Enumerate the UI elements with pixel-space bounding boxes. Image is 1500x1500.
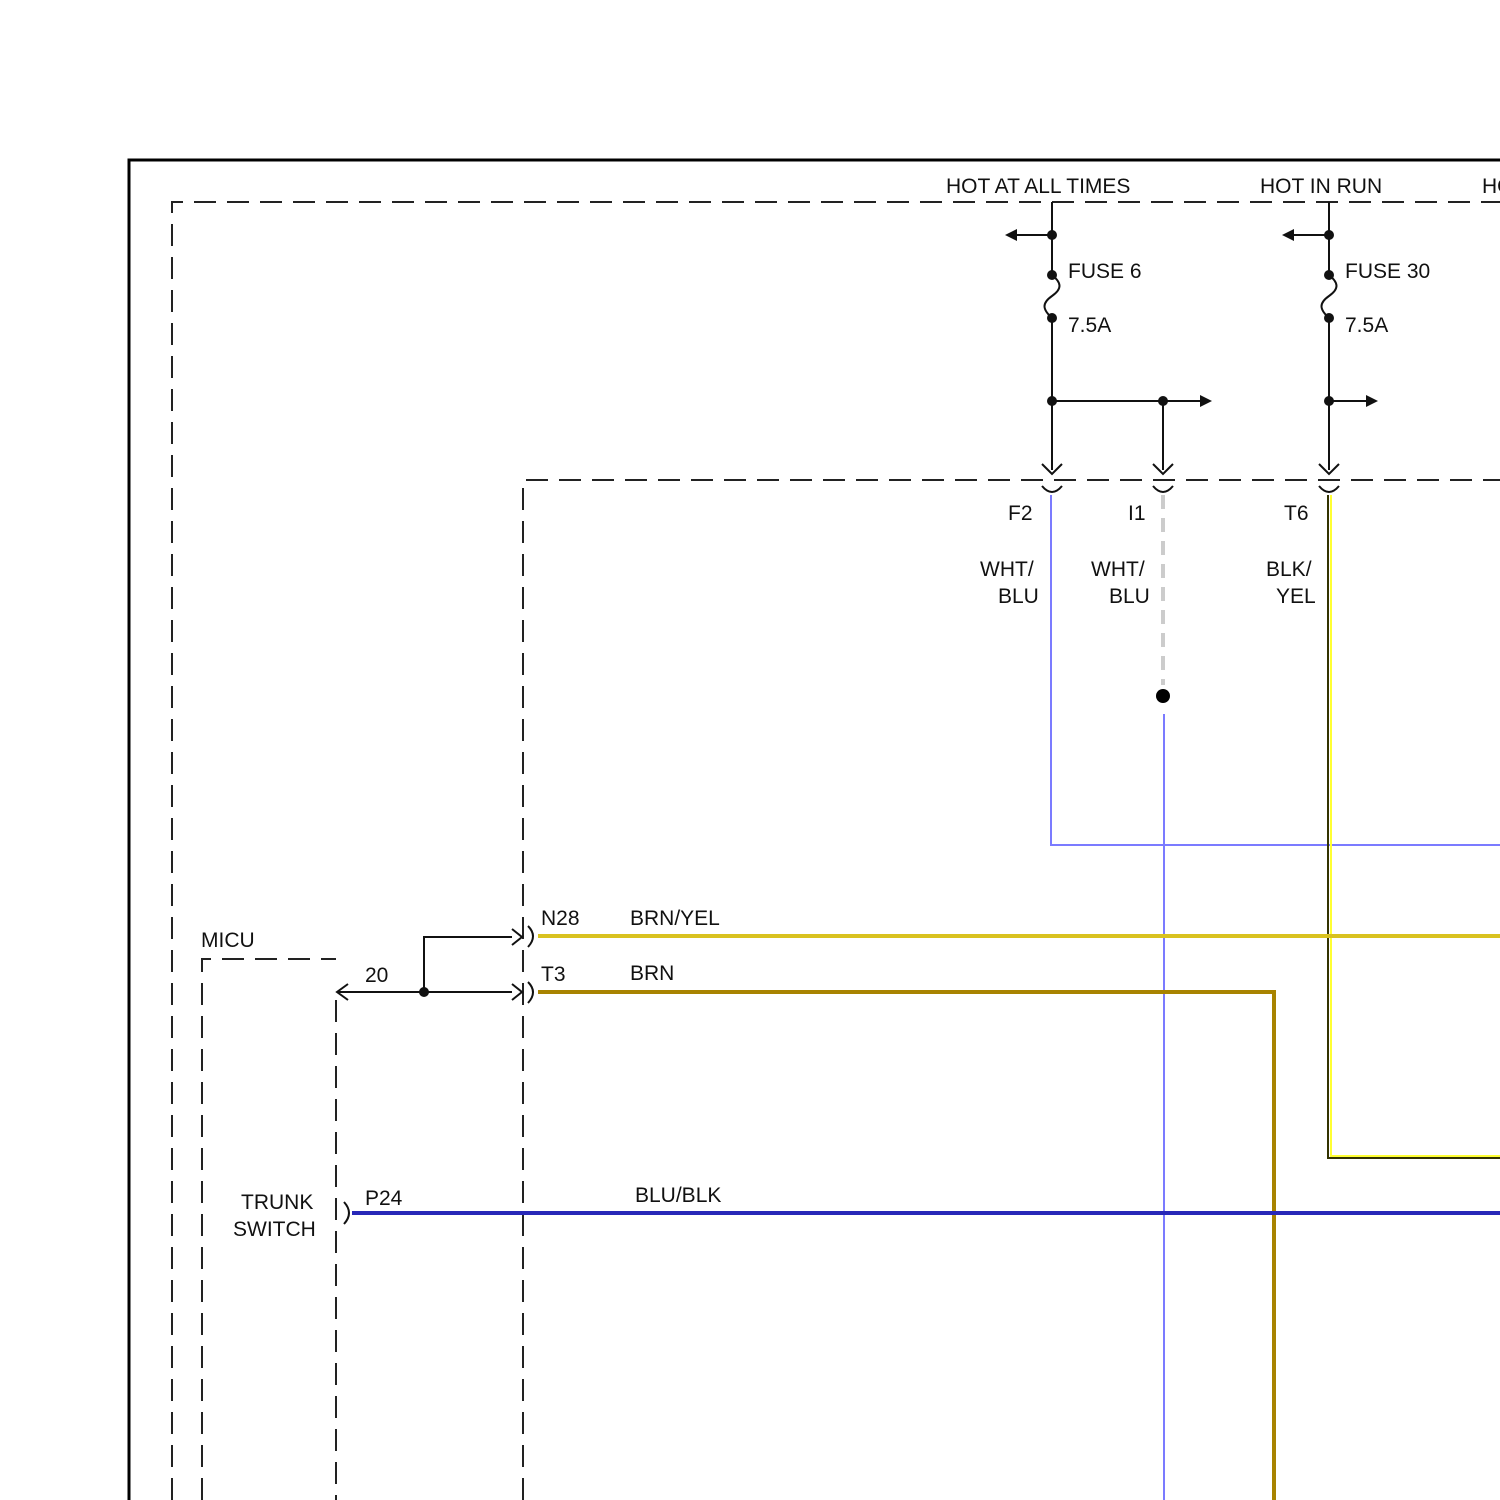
fuse-30-rating: 7.5A	[1345, 314, 1388, 337]
connector-t3-icon	[528, 982, 533, 1003]
hot-at-all-times-label: HOT AT ALL TIMES	[946, 175, 1130, 198]
wire-n28-color-label: BRN/YEL	[630, 907, 720, 930]
wire-t6-color-line2: YEL	[1276, 585, 1316, 608]
trunk-switch-label-line2: SWITCH	[233, 1218, 316, 1241]
wire-f2-color-line2: BLU	[998, 585, 1039, 608]
arrow-right-icon	[1366, 395, 1378, 407]
fuse-30-label: FUSE 30	[1345, 260, 1430, 283]
arrow-right-icon	[1200, 395, 1212, 407]
arrow-left-icon	[1282, 229, 1294, 241]
connector-p24-icon	[344, 1202, 349, 1224]
wire-i1-color-line1: WHT/	[1091, 558, 1145, 581]
connector-t6-label: T6	[1284, 502, 1309, 525]
fuse-box-outline	[172, 202, 1500, 1500]
connector-f2-label: F2	[1008, 502, 1033, 525]
wire-t6-blk-yel-dark	[1328, 495, 1500, 1158]
micu-pin-label: 20	[365, 964, 388, 987]
connector-n28-label: N28	[541, 907, 580, 930]
wire-f2-wht-blu	[1051, 495, 1500, 845]
connector-p24-label: P24	[365, 1187, 403, 1210]
trunk-switch-label-line1: TRUNK	[241, 1191, 313, 1214]
connector-i1-label: I1	[1128, 502, 1146, 525]
diagram-frame	[129, 160, 1500, 1500]
fuse-6-rating: 7.5A	[1068, 314, 1111, 337]
cutoff-power-label: HO	[1482, 175, 1500, 198]
connector-t3-label: T3	[541, 963, 566, 986]
fuse-6-label: FUSE 6	[1068, 260, 1142, 283]
fuse-icon	[1322, 275, 1337, 318]
connector-n28-icon	[528, 926, 533, 947]
wire-t6-color-line1: BLK/	[1266, 558, 1312, 581]
wire-t3-color-label: BRN	[630, 962, 674, 985]
connector-symbols	[1042, 464, 1339, 492]
wire-i1-color-line2: BLU	[1109, 585, 1150, 608]
arrow-left-icon	[1005, 229, 1017, 241]
micu-label: MICU	[201, 929, 255, 952]
splice-point	[1156, 689, 1170, 703]
wire-p24-color-label: BLU/BLK	[635, 1184, 721, 1207]
fuse-icon	[1045, 275, 1060, 318]
wire-t6-blk-yel-light	[1331, 495, 1500, 1156]
wire-f2-color-line1: WHT/	[980, 558, 1034, 581]
hot-in-run-label: HOT IN RUN	[1260, 175, 1382, 198]
